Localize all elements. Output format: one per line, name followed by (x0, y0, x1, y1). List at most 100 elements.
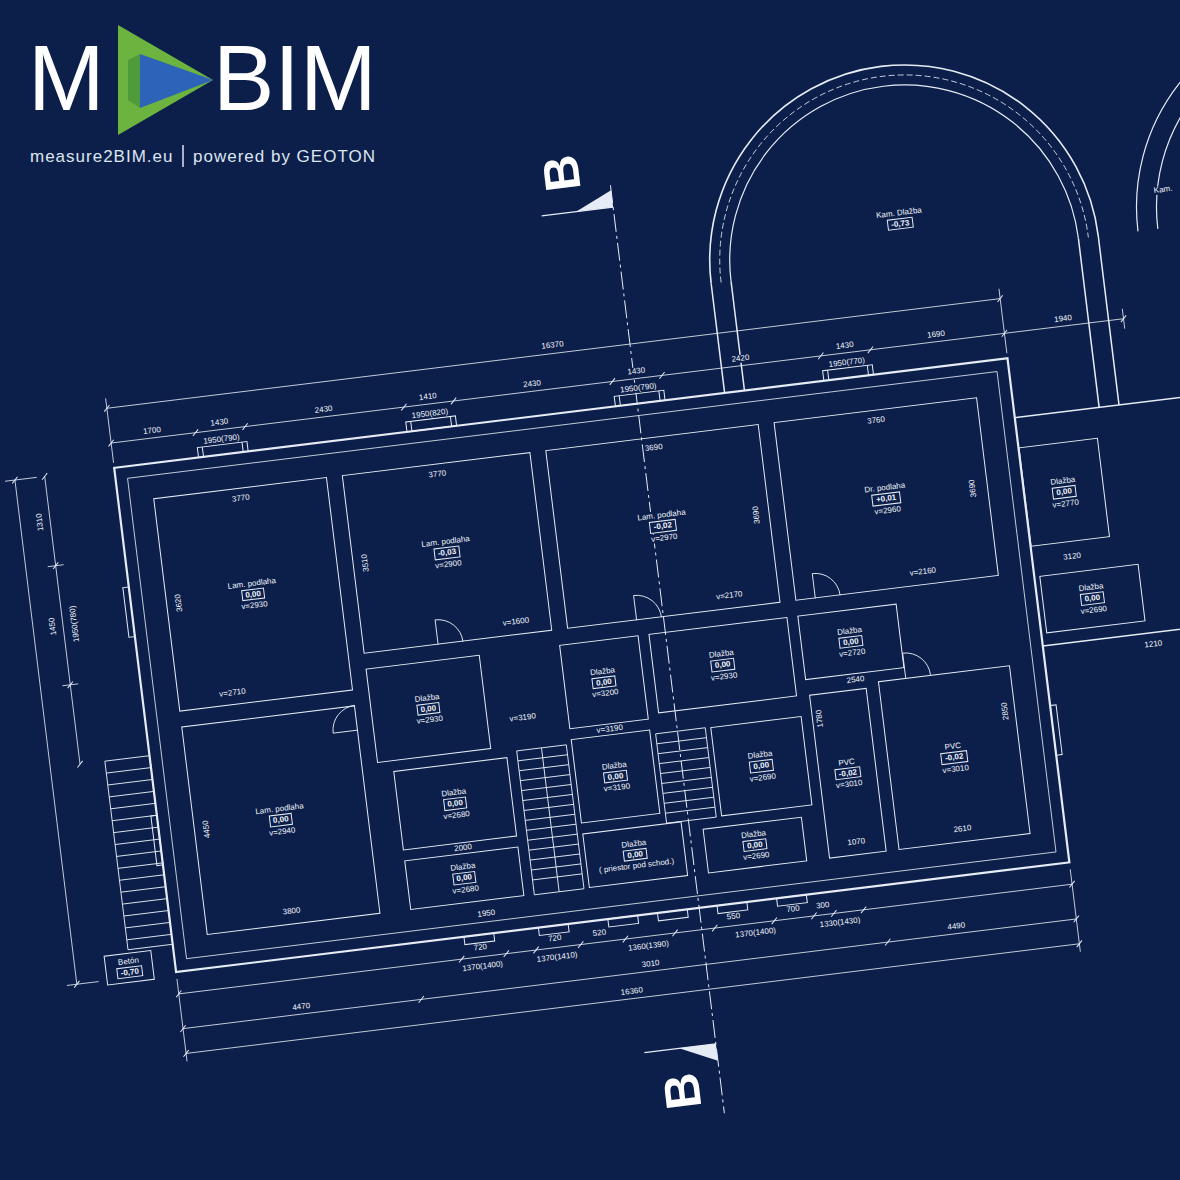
room-text: v=2690 (1079, 603, 1108, 616)
dimension-label: 3690 (968, 478, 978, 499)
room-text: v=2970 (650, 531, 679, 544)
room-outline: Lam. podlaha-0,02v=2970 (545, 424, 780, 629)
dimension-label: 3690 (752, 505, 762, 526)
room-outline: Lam. podlaha0,00v=2940 (181, 705, 380, 935)
dimension-label: v=2160 (908, 566, 937, 577)
section-marker: B (535, 152, 589, 194)
room-outline: Dlažba0,00v=3200 (559, 635, 649, 729)
dimension-label: 3690 (643, 443, 664, 453)
dimension-label: 2850 (1000, 701, 1010, 722)
room-outline: Dlažba0,00v=2720 (797, 604, 904, 681)
dimension-label: 1950(780) (69, 604, 82, 643)
dimension-label: 1430 (209, 418, 230, 428)
room-text: v=2930 (709, 670, 738, 683)
room-outline: Lam. podlaha0,00v=2930 (153, 477, 353, 712)
dimension-label: 4450 (202, 819, 212, 840)
dimension-label: 2540 (845, 675, 866, 685)
room-outline: Dlažba0,00v=3190 (571, 729, 661, 823)
room-text: v=3190 (602, 781, 631, 794)
room-text: v=2930 (415, 714, 444, 727)
dimension-label: 2000 (453, 843, 474, 853)
dimension-label: 1430 (834, 341, 855, 351)
room-outline: Dlažba0,00v=2690 (1039, 564, 1145, 634)
dimension-label: 1360(1390) (627, 940, 671, 953)
logo-triangle (128, 54, 140, 108)
room-outline: Dlažba0,00v=2690 (703, 817, 808, 874)
logo-letters: BIM (213, 32, 377, 124)
room-outline: Dlažba0,00v=2930 (366, 655, 492, 763)
room-text: v=2960 (873, 504, 902, 517)
room-outline: Dr. podlaha+0,01v=2960 (774, 397, 999, 601)
dimension-label: Kam. (1152, 185, 1173, 195)
dimension-label: 1690 (926, 330, 947, 340)
dimension-label: 720 (547, 934, 563, 944)
dimension-label: 1370(1400) (734, 927, 778, 940)
dimension-label: v=3190 (595, 724, 624, 735)
dimension-label: v=1600 (501, 616, 530, 627)
room-text: v=2900 (434, 558, 463, 571)
dimension-label: 300 (815, 901, 831, 911)
dimension-label: v=2170 (715, 590, 744, 601)
dimension-label: 700 (785, 905, 801, 915)
dimension-label: 3010 (640, 959, 661, 969)
dimension-label: 1210 (1143, 639, 1164, 649)
logo-triangle (140, 54, 213, 108)
dimension-label: 3760 (866, 415, 887, 425)
dimension-label: 1430 (626, 366, 647, 376)
room-text: v=2690 (742, 850, 771, 863)
dimension-label: 3620 (174, 593, 184, 614)
dimension-label: 3120 (1062, 552, 1083, 562)
room-text: v=3010 (941, 762, 970, 775)
dimension-label: 1950(790) (202, 433, 241, 446)
dimension-label: 4490 (946, 921, 967, 931)
section-marker: B (655, 1070, 709, 1112)
bay-wall (710, 65, 1079, 281)
room-text: v=3200 (591, 687, 620, 700)
dimension-label: 1310 (35, 512, 45, 533)
logo-tagline: measure2BIM.eu (30, 148, 173, 165)
dimension-label: 1070 (846, 837, 867, 847)
room-outline: Dlažba0,00v=2680 (404, 846, 524, 910)
bay-wall (699, 54, 1089, 283)
room-text: v=2690 (748, 771, 777, 784)
bay-arc (687, 43, 1098, 284)
logo-letters: M (28, 32, 105, 124)
dimension-label: 2430 (313, 405, 334, 415)
room-text: v=2680 (451, 883, 480, 896)
room-outline: PVC-0,02v=3010 (878, 665, 1031, 850)
room-text: v=2940 (268, 825, 297, 838)
dimension-label: 1950(820) (410, 408, 449, 421)
bay-outline: Kam. Dlažba-0,73 (687, 43, 1098, 284)
dimension-label: 2420 (730, 354, 751, 364)
room-outline: Dlažba0,00v=2690 (710, 716, 812, 817)
dimension-label: 3770 (231, 493, 252, 503)
dimension-label: 2430 (522, 379, 543, 389)
room-outline: Dlažba0,00v=2680 (393, 757, 517, 850)
room-text: v=3010 (835, 778, 864, 791)
room-outline: Dlažba0,00v=2930 (648, 617, 797, 713)
dimension-label: 3510 (360, 553, 370, 574)
dimension-label: 1370(1410) (535, 951, 579, 964)
dimension-label: 1950 (476, 909, 497, 919)
room-text: v=2770 (1051, 497, 1080, 510)
dimension-label: 1950(790) (619, 382, 658, 395)
dimension-label: 4470 (291, 1002, 312, 1012)
dimension-label: 16370 (540, 340, 565, 351)
dimension-label: 3800 (281, 906, 302, 916)
dimension-label: v=2710 (218, 687, 247, 698)
dimension-label: 520 (591, 928, 607, 938)
dimension-label: 1700 (142, 426, 163, 436)
dimension-label: 2610 (952, 824, 973, 834)
room-text: v=2930 (240, 599, 269, 612)
dimension-label: 1950(770) (827, 356, 866, 369)
dimension-label: v=3190 (508, 712, 537, 723)
logo-triangle (118, 25, 213, 135)
dimension-label: 1330(1430) (818, 916, 862, 929)
dimension-label: 550 (725, 912, 741, 922)
level-value: -0,73 (887, 216, 914, 230)
level-value: -0,70 (116, 965, 143, 979)
room-outline: Dlažba0,00( priestor pod schod.) (582, 821, 688, 888)
